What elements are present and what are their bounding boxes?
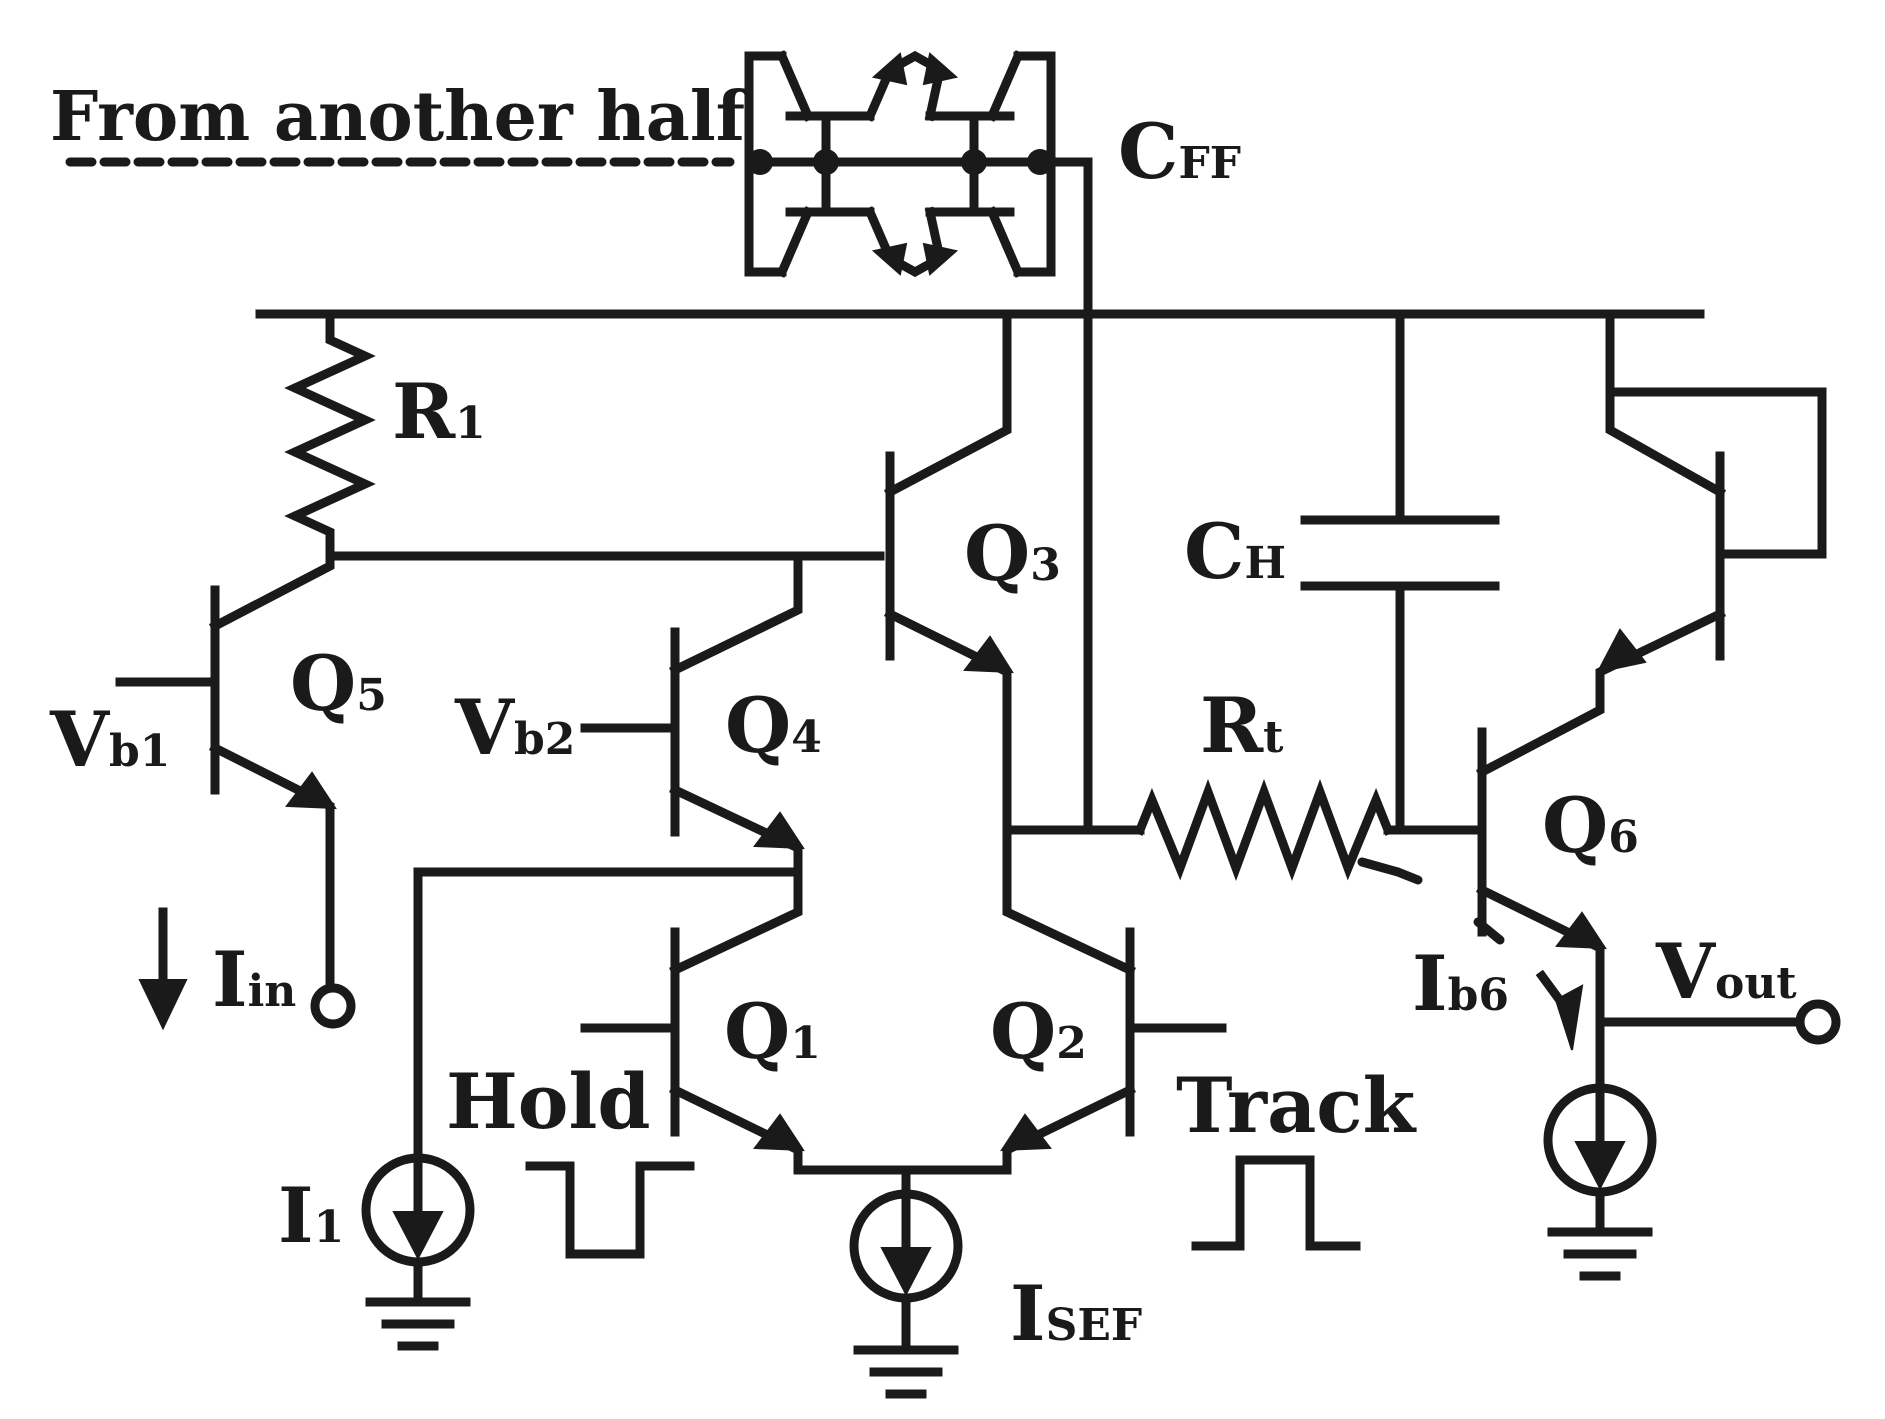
pnp-emitter	[1605, 309, 1727, 499]
i1-label: I1	[278, 1171, 344, 1260]
cff-label: CFF	[1118, 107, 1241, 196]
rt-label: Rt	[1200, 681, 1284, 770]
q1-transistor	[580, 901, 805, 1175]
track-label: Track	[1176, 1061, 1417, 1150]
cff-node-dot	[747, 149, 773, 175]
q4-emitter-arrow-icon	[753, 811, 805, 850]
q6-transistor	[1475, 669, 1607, 1145]
switch-blade[interactable]	[1357, 857, 1423, 885]
r1-label: R1	[392, 367, 486, 456]
cff-arrow-icon	[871, 242, 908, 276]
q1-emitter-arrow-icon	[753, 1113, 805, 1152]
r1-zigzag	[284, 309, 376, 561]
q3-transistor	[883, 309, 1014, 905]
isef-label: ISEF	[1010, 1269, 1142, 1358]
isef-current-source	[849, 1165, 963, 1399]
cff-top-arc	[864, 50, 946, 122]
cff-network	[65, 50, 1093, 835]
vb2-label: Vb2	[454, 683, 575, 772]
iin-arrow-icon	[138, 979, 188, 1031]
ib6-label: Ib6	[1412, 939, 1509, 1028]
pnp-load-transistor	[1595, 309, 1827, 679]
track-pulse-waveform	[1191, 1155, 1361, 1251]
vout-label: Vout	[1655, 927, 1797, 1016]
from-another-half-label: From another half	[50, 77, 749, 157]
q2-emitter-arrow-icon	[1000, 1113, 1052, 1152]
cff-arrow-icon	[922, 52, 959, 86]
cff-arrow-icon	[922, 242, 959, 276]
cff-node-dot	[813, 149, 839, 175]
ib6-current-source	[1543, 1083, 1657, 1281]
iin-label: Iin	[212, 935, 296, 1024]
pnp-diode-connection	[1605, 387, 1827, 559]
q1-label: Q1	[724, 987, 821, 1076]
q2-transistor	[1000, 895, 1227, 1175]
q1-collector	[669, 901, 803, 976]
ib6-source-arrow-icon	[1574, 1141, 1626, 1191]
q6-label: Q6	[1542, 781, 1639, 870]
q6-emitter-arrow-icon	[1555, 911, 1607, 950]
hold-pulse-waveform	[525, 1161, 695, 1259]
cff-bottom-arc	[864, 206, 946, 278]
q4-collector	[668, 551, 803, 677]
q2-label: Q2	[990, 987, 1087, 1076]
vout-terminal[interactable]	[1795, 999, 1841, 1045]
cff-feed-wire	[1035, 157, 1093, 835]
r1-resistor	[284, 309, 376, 561]
i1-arrow-icon	[392, 1211, 444, 1261]
ib6-arrow-icon	[1554, 984, 1584, 1051]
i1-feed-wire	[413, 867, 803, 1173]
isef-arrow-icon	[880, 1247, 932, 1297]
q3-collector	[883, 309, 1012, 499]
q5-emitter-arrow-icon	[285, 771, 337, 810]
q5-collector	[208, 551, 335, 633]
q4-transistor	[580, 551, 805, 911]
cff-node-dot	[961, 149, 987, 175]
ch-label: CH	[1184, 507, 1286, 596]
q3-label: Q3	[964, 509, 1061, 598]
iin-terminal[interactable]	[310, 983, 356, 1029]
q4-label: Q4	[725, 681, 822, 770]
cff-wire	[986, 206, 1024, 278]
vb1-label: Vb1	[49, 695, 170, 784]
cff-wire	[776, 50, 814, 122]
hold-label: Hold	[446, 1057, 651, 1146]
i1-current-source	[361, 1153, 475, 1351]
q2-collector	[1002, 895, 1136, 976]
rt-resistor	[1134, 778, 1394, 882]
q5-transistor	[115, 551, 337, 990]
q6-collector	[1475, 669, 1605, 779]
pnp-arrow-icon	[1596, 628, 1647, 674]
cff-wire	[776, 206, 814, 278]
rt-zigzag	[1134, 778, 1394, 882]
q5-label: Q5	[290, 639, 387, 728]
ch-capacitor	[1300, 309, 1500, 835]
cff-arrow-icon	[871, 52, 908, 86]
cff-wire	[986, 50, 1024, 122]
q3-emitter-arrow-icon	[963, 635, 1014, 674]
